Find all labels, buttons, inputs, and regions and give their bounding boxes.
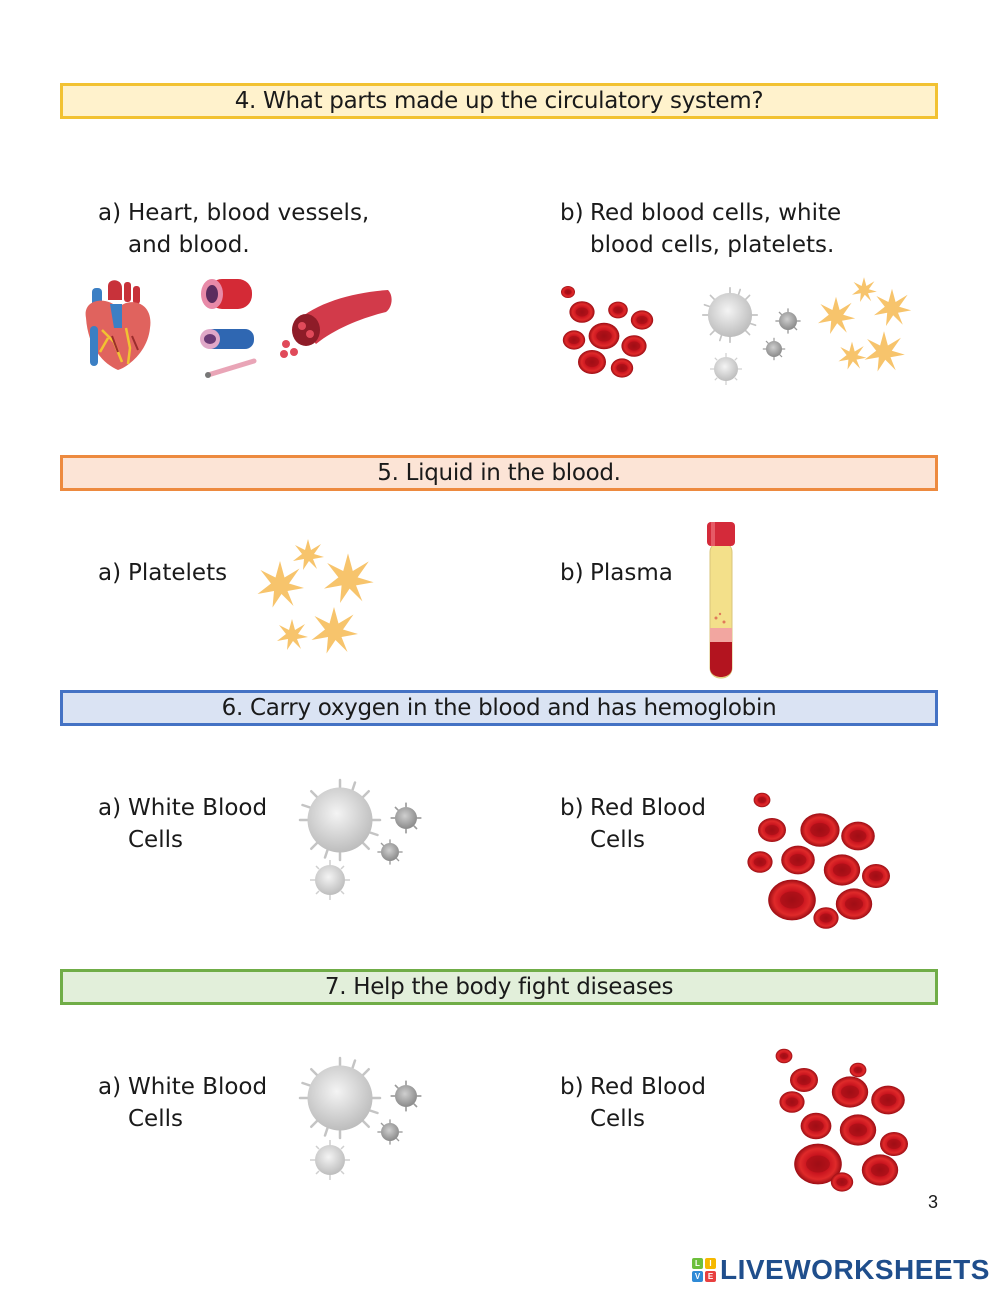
- option-text: White Blood Cells: [128, 1074, 268, 1132]
- option-text: Plasma: [590, 560, 673, 586]
- plasma-test-tube-image: [707, 522, 735, 679]
- option-letter: b): [560, 560, 584, 586]
- red-blood-cells-image: [561, 286, 654, 378]
- option-text: Heart, blood vessels, and blood.: [128, 200, 370, 258]
- question-7-option-a[interactable]: a) White Blood Cells: [98, 1071, 267, 1135]
- logo-icon: L I V E: [692, 1258, 716, 1282]
- red-blood-cells-image: [775, 1048, 908, 1192]
- question-5-header: 5. Liquid in the blood.: [60, 455, 938, 491]
- page-number: 3: [928, 1192, 939, 1212]
- option-letter: a): [98, 795, 122, 821]
- question-7-header: 7. Help the body fight diseases: [60, 969, 938, 1005]
- red-blood-cells-image: [747, 792, 890, 929]
- white-blood-cells-image: [701, 286, 802, 385]
- platelets-image: [818, 277, 912, 372]
- option-text: Red Blood Cells: [590, 795, 706, 853]
- question-6-option-a[interactable]: a) White Blood Cells: [98, 792, 267, 856]
- blood-vessel-cross-section-image: [280, 290, 392, 358]
- option-letter: b): [560, 200, 584, 226]
- heart-image: [85, 280, 151, 370]
- option-letter: a): [98, 1074, 122, 1100]
- logo-icon-letter: E: [705, 1271, 716, 1282]
- question-6-option-b[interactable]: b) Red Blood Cells: [560, 792, 706, 856]
- option-letter: b): [560, 1074, 584, 1100]
- option-letter: a): [98, 560, 122, 586]
- white-blood-cells-image: [298, 1056, 423, 1181]
- option-text: Red blood cells, white blood cells, plat…: [590, 200, 842, 258]
- logo-text: LIVEWORKSHEETS: [720, 1254, 990, 1285]
- question-5-option-b[interactable]: b) Plasma: [560, 557, 673, 589]
- option-text: White Blood Cells: [128, 795, 268, 853]
- logo-icon-letter: L: [692, 1258, 703, 1269]
- question-4-option-b[interactable]: b) Red blood cells, white blood cells, p…: [560, 197, 841, 261]
- platelets-image: [257, 539, 374, 654]
- question-5-option-a[interactable]: a) Platelets: [98, 557, 227, 589]
- option-text: Platelets: [128, 560, 228, 586]
- white-blood-cells-image: [298, 778, 423, 901]
- option-letter: b): [560, 795, 584, 821]
- logo-icon-letter: I: [705, 1258, 716, 1269]
- logo-icon-letter: V: [692, 1271, 703, 1282]
- question-4-header: 4. What parts made up the circulatory sy…: [60, 83, 938, 119]
- question-6-header: 6. Carry oxygen in the blood and has hem…: [60, 690, 938, 726]
- question-7-option-b[interactable]: b) Red Blood Cells: [560, 1071, 706, 1135]
- blood-vessels-image: [200, 279, 257, 378]
- option-letter: a): [98, 200, 122, 226]
- question-4-option-a[interactable]: a) Heart, blood vessels, and blood.: [98, 197, 369, 261]
- liveworksheets-logo[interactable]: L I V E LIVEWORKSHEETS: [692, 1254, 990, 1286]
- option-text: Red Blood Cells: [590, 1074, 706, 1132]
